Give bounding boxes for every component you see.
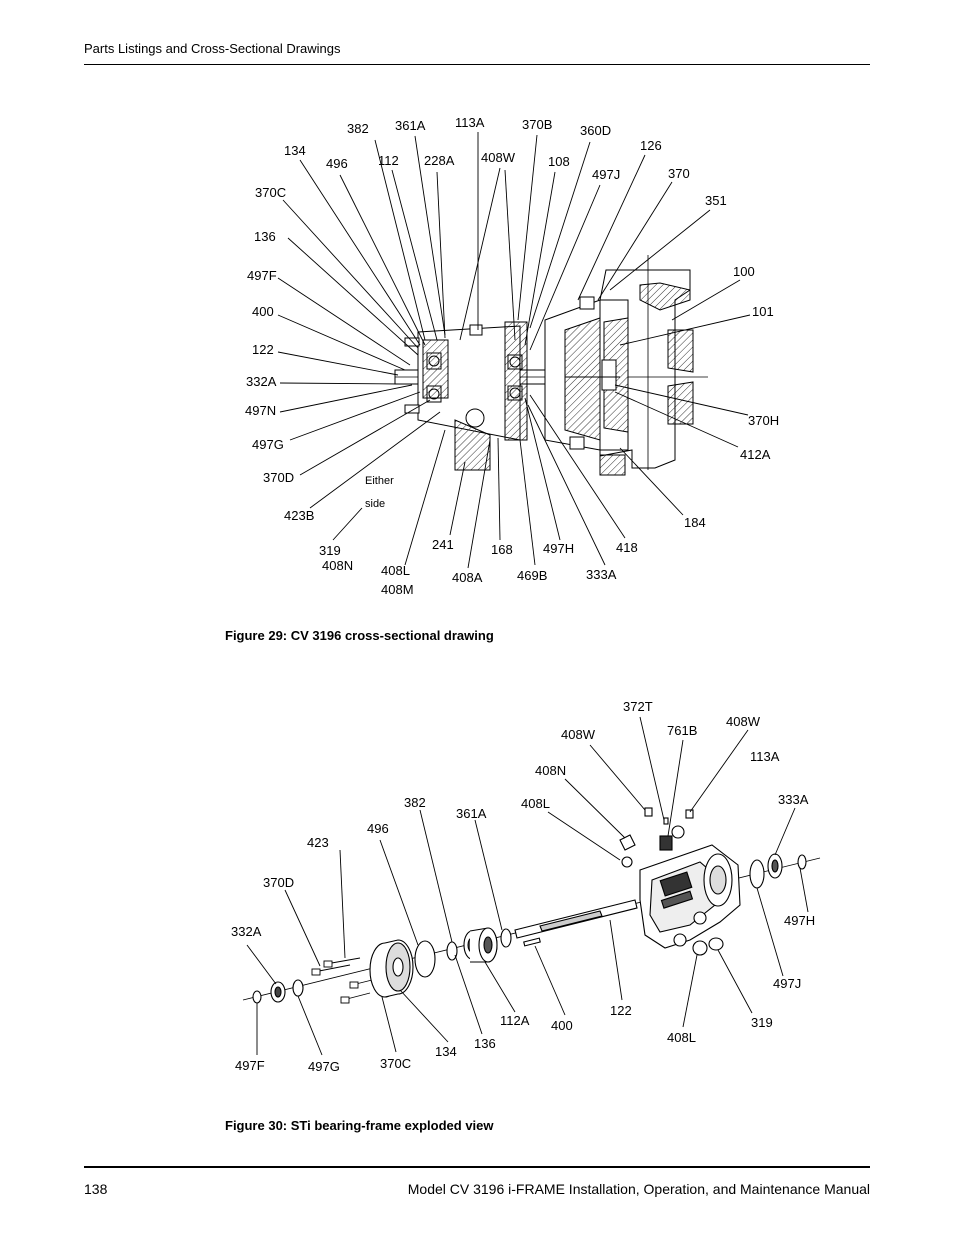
cross-section-geometry <box>394 255 708 476</box>
callout-408w-right: 408W <box>726 714 761 729</box>
callout-382: 382 <box>347 121 369 136</box>
callout-497j: 497J <box>592 167 620 182</box>
callout-361a: 361A <box>395 118 426 133</box>
callout-136: 136 <box>474 1036 496 1051</box>
callout-351: 351 <box>705 193 727 208</box>
callout-497f: 497F <box>235 1058 265 1073</box>
callout-113a: 113A <box>750 749 780 764</box>
callout-122: 122 <box>252 342 274 357</box>
callout-333a: 333A <box>586 567 617 582</box>
callout-370h: 370H <box>748 413 779 428</box>
callout-400: 400 <box>551 1018 573 1033</box>
callout-400: 400 <box>252 304 274 319</box>
callout-319: 319 <box>319 543 341 558</box>
callout-408l: 408L <box>381 563 410 578</box>
callout-408w-left: 408W <box>561 727 596 742</box>
callout-761b: 761B <box>667 723 697 738</box>
figure-30-exploded-view: 372T 408W 408W 761B 113A 408N 382 408L 3… <box>231 699 821 1074</box>
callout-408w: 408W <box>481 150 516 165</box>
callout-418: 418 <box>616 540 638 555</box>
callout-360d: 360D <box>580 123 611 138</box>
callout-497g: 497G <box>252 437 284 452</box>
callout-382: 382 <box>404 795 426 810</box>
callout-136: 136 <box>254 229 276 244</box>
callout-370d: 370D <box>263 875 294 890</box>
callout-370: 370 <box>668 166 690 181</box>
figure-30-caption: Figure 30: STi bearing-frame exploded vi… <box>225 1118 494 1133</box>
callout-126: 126 <box>640 138 662 153</box>
callout-122: 122 <box>610 1003 632 1018</box>
callout-412a: 412A <box>740 447 771 462</box>
callout-134: 134 <box>435 1044 457 1059</box>
footer-rule <box>84 1166 870 1168</box>
callout-370d: 370D <box>263 470 294 485</box>
callout-either: Either <box>365 475 394 487</box>
callout-228a: 228A <box>424 153 455 168</box>
callout-332a: 332A <box>231 924 262 939</box>
callout-108: 108 <box>548 154 570 169</box>
running-header: Parts Listings and Cross-Sectional Drawi… <box>84 41 341 56</box>
exploded-parts <box>252 807 807 1004</box>
callout-319: 319 <box>751 1015 773 1030</box>
callout-423: 423 <box>307 835 329 850</box>
callout-370c: 370C <box>380 1056 411 1071</box>
callout-100: 100 <box>733 264 755 279</box>
figure-30-callouts: 372T 408W 408W 761B 113A 408N 382 408L 3… <box>231 699 815 1074</box>
figure-30-leaders <box>246 716 809 1056</box>
callout-332a: 332A <box>246 374 277 389</box>
callout-168: 168 <box>491 542 513 557</box>
callout-496: 496 <box>367 821 389 836</box>
callout-112a: 112A <box>500 1013 530 1028</box>
callout-469b: 469B <box>517 568 547 583</box>
callout-408l-top: 408L <box>521 796 550 811</box>
callout-408n: 408N <box>535 763 566 778</box>
callout-361a: 361A <box>456 806 487 821</box>
callout-497n: 497N <box>245 403 276 418</box>
callout-423b: 423B <box>284 508 314 523</box>
callout-134: 134 <box>284 143 306 158</box>
figure-29-cross-section: 382 361A 113A 370B 360D 134 496 112 228A… <box>245 115 779 597</box>
header-rule <box>84 64 870 65</box>
page-number: 138 <box>84 1181 108 1197</box>
callout-370c: 370C <box>255 185 286 200</box>
callout-241: 241 <box>432 537 454 552</box>
callout-408n: 408N <box>322 558 353 573</box>
callout-370b: 370B <box>522 117 552 132</box>
callout-497h: 497H <box>543 541 574 556</box>
callout-184: 184 <box>684 515 706 530</box>
callout-496: 496 <box>326 156 348 171</box>
callout-372t: 372T <box>623 699 653 714</box>
callout-333a: 333A <box>778 792 809 807</box>
callout-113a: 113A <box>455 115 485 130</box>
figure-29-callouts: 382 361A 113A 370B 360D 134 496 112 228A… <box>245 115 779 597</box>
callout-497j: 497J <box>773 976 801 991</box>
callout-112: 112 <box>378 153 399 168</box>
manual-title: Model CV 3196 i-FRAME Installation, Oper… <box>407 1181 870 1197</box>
callout-497g: 497G <box>308 1059 340 1074</box>
callout-497f: 497F <box>247 268 277 283</box>
callout-101: 101 <box>752 304 774 319</box>
callout-side: side <box>365 498 385 510</box>
callout-408a: 408A <box>452 570 483 585</box>
callout-408m: 408M <box>381 582 414 597</box>
callout-408l-bottom: 408L <box>667 1030 696 1045</box>
figure-29-caption: Figure 29: CV 3196 cross-sectional drawi… <box>225 628 494 643</box>
figure-29-leaders <box>277 132 751 569</box>
callout-497h: 497H <box>784 913 815 928</box>
